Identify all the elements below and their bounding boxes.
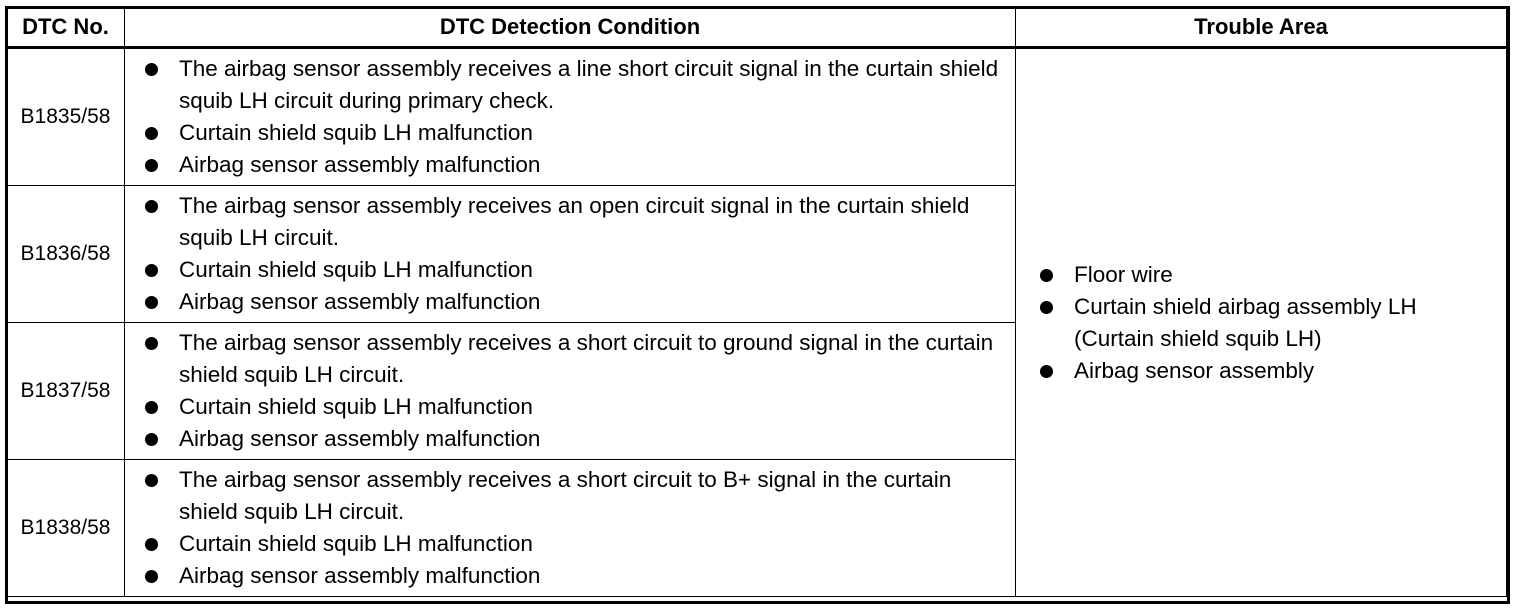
condition-cell: The airbag sensor assembly receives a sh… [124, 459, 1016, 597]
header-dtc-no: DTC No. [6, 7, 125, 48]
condition-item: The airbag sensor assembly receives a li… [145, 53, 1007, 117]
condition-cell: The airbag sensor assembly receives a sh… [124, 322, 1016, 460]
dtc-table: DTC No. DTC Detection Condition Trouble … [6, 7, 1507, 597]
trouble-area-item: Floor wire [1040, 259, 1498, 291]
condition-list: The airbag sensor assembly receives a sh… [125, 464, 1015, 592]
condition-item: Curtain shield squib LH malfunction [145, 117, 1007, 149]
dtc-code: B1838/58 [6, 459, 125, 597]
condition-item: Curtain shield squib LH malfunction [145, 254, 1007, 286]
dtc-code: B1837/58 [6, 322, 125, 460]
dtc-code: B1835/58 [6, 46, 125, 186]
condition-item: The airbag sensor assembly receives a sh… [145, 327, 1007, 391]
condition-list: The airbag sensor assembly receives an o… [125, 190, 1015, 318]
table-row: B1837/58 The airbag sensor assembly rece… [6, 322, 1507, 460]
condition-item: Curtain shield squib LH malfunction [145, 391, 1007, 423]
table-row: B1835/58 The airbag sensor assembly rece… [6, 46, 1507, 597]
condition-item: Airbag sensor assembly malfunction [145, 149, 1007, 181]
condition-item: The airbag sensor assembly receives a sh… [145, 464, 1007, 528]
condition-item: Curtain shield squib LH malfunction [145, 528, 1007, 560]
header-row: DTC No. DTC Detection Condition Trouble … [6, 7, 1507, 48]
condition-cell: The airbag sensor assembly receives a li… [124, 46, 1016, 186]
trouble-area-list: Floor wire Curtain shield airbag assembl… [1016, 259, 1506, 387]
trouble-area-item: Airbag sensor assembly [1040, 355, 1498, 387]
table-row: B1838/58 The airbag sensor assembly rece… [6, 459, 1507, 597]
condition-item: The airbag sensor assembly receives an o… [145, 190, 1007, 254]
trouble-area-item: Curtain shield airbag assembly LH (Curta… [1040, 291, 1498, 355]
condition-list: The airbag sensor assembly receives a li… [125, 53, 1015, 181]
table-row: B1836/58 The airbag sensor assembly rece… [6, 185, 1507, 323]
condition-cell: The airbag sensor assembly receives an o… [124, 185, 1016, 323]
condition-item: Airbag sensor assembly malfunction [145, 423, 1007, 455]
header-detection-condition: DTC Detection Condition [124, 7, 1016, 48]
condition-list: The airbag sensor assembly receives a sh… [125, 327, 1015, 455]
condition-item: Airbag sensor assembly malfunction [145, 560, 1007, 592]
condition-item: Airbag sensor assembly malfunction [145, 286, 1007, 318]
header-trouble-area: Trouble Area [1015, 7, 1507, 48]
dtc-code: B1836/58 [6, 185, 125, 323]
trouble-area-cell: Floor wire Curtain shield airbag assembl… [1015, 46, 1507, 597]
